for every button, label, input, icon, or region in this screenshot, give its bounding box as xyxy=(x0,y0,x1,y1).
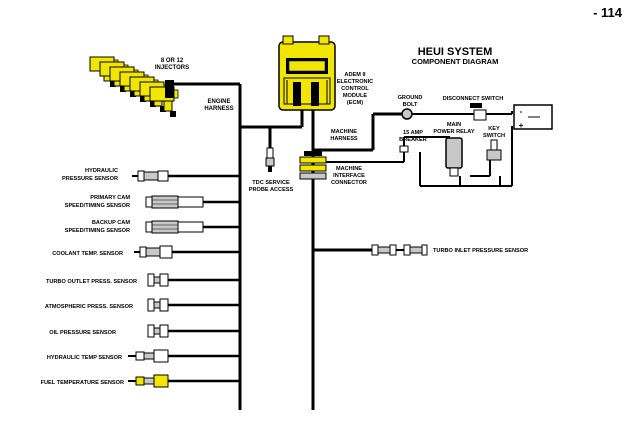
ecm-module-icon xyxy=(278,35,336,111)
sensor-label-fuel-temp: FUEL TEMPERATURE SENSOR xyxy=(41,380,124,386)
machine-interface-label-3: CONNECTOR xyxy=(331,180,367,186)
battery-plus-label: + xyxy=(519,121,524,130)
main-relay-label-1: MAIN xyxy=(447,122,461,128)
breaker-icon xyxy=(399,145,409,153)
tdc-probe-icon xyxy=(265,147,275,172)
machine-harness-wiring xyxy=(311,109,407,410)
sensor-label-coolant-temp: COOLANT TEMP. SENSOR xyxy=(52,251,123,257)
ground-bolt-label-1: GROUND xyxy=(398,95,423,101)
sensor-branch-wires xyxy=(168,174,240,383)
tdc-probe-label-2: PROBE ACCESS xyxy=(249,187,294,193)
backup-cam-sensor-icon xyxy=(145,220,204,234)
sensor-label-backup-cam-1: BACKUP CAM xyxy=(92,220,130,226)
turbo-outlet-sensor-icon xyxy=(147,273,169,287)
breaker-label-1: 15 AMP xyxy=(403,130,423,136)
key-switch-icon xyxy=(486,139,502,161)
injector-connector-icon xyxy=(165,80,174,98)
sensor-label-oil-pressure: OIL PRESSURE SENSOR xyxy=(49,330,116,336)
machine-interface-label-2: INTERFACE xyxy=(333,173,365,179)
ground-bolt-label-2: BOLT xyxy=(403,102,418,108)
disconnect-switch-icon xyxy=(470,103,487,121)
sensor-label-primary-cam-2: SPEED/TIMING SENSOR xyxy=(65,203,130,209)
injectors-label-2: INJECTORS xyxy=(155,65,189,71)
engine-harness-wiring xyxy=(172,82,304,410)
machine-interface-label-1: MACHINE xyxy=(336,166,362,172)
sensor-label-hydraulic-pressure-2: PRESSURE SENSOR xyxy=(62,176,118,182)
ground-bolt-icon xyxy=(401,108,413,120)
hydraulic-pressure-sensor-icon xyxy=(132,170,169,182)
atmospheric-sensor-icon xyxy=(147,298,169,312)
power-wiring xyxy=(313,111,513,187)
machine-interface-connector-icon xyxy=(299,151,327,180)
disconnect-switch-label: DISCONNECT SWITCH xyxy=(443,96,504,102)
battery-icon xyxy=(513,104,553,130)
key-switch-label-2: SWITCH xyxy=(483,133,505,139)
sensor-label-hydraulic-pressure-1: HYDRAULIC xyxy=(85,168,118,174)
ecm-label-4: MODULE xyxy=(343,93,368,99)
engine-harness-label-2: HARNESS xyxy=(204,106,233,112)
injectors-label-1: 8 OR 12 xyxy=(161,58,184,64)
machine-harness-label-2: HARNESS xyxy=(330,136,358,142)
diagram-subtitle: COMPONENT DIAGRAM xyxy=(412,57,499,66)
sensor-label-turbo-outlet: TURBO OUTLET PRESS. SENSOR xyxy=(46,279,137,285)
main-relay-label-2: POWER RELAY xyxy=(433,129,474,135)
breaker-label-2: BREAKER xyxy=(399,137,427,143)
sensor-label-backup-cam-2: SPEED/TIMING SENSOR xyxy=(65,228,130,234)
sensor-label-primary-cam-1: PRIMARY CAM xyxy=(90,195,130,201)
turbo-inlet-sensor-icon xyxy=(371,244,428,256)
page-number: - 114 xyxy=(593,5,623,20)
battery-minus-label: - xyxy=(520,107,523,116)
hydraulic-temp-sensor-icon xyxy=(128,349,169,363)
machine-harness-label-1: MACHINE xyxy=(331,129,357,135)
sensor-label-hydraulic-temp: HYDRAULIC TEMP SENSOR xyxy=(47,355,122,361)
primary-cam-sensor-icon xyxy=(145,195,204,209)
ecm-label-2: ELECTRONIC xyxy=(337,79,373,85)
diagram-title: HEUI SYSTEM xyxy=(418,46,493,58)
coolant-temp-sensor-icon xyxy=(134,245,173,259)
ecm-label-5: (ECM) xyxy=(347,100,363,106)
fuel-temp-sensor-icon xyxy=(128,374,169,388)
oil-pressure-sensor-icon xyxy=(147,324,169,338)
ecm-label-1: ADEM II xyxy=(344,72,366,78)
sensor-label-atmospheric: ATMOSPHERIC PRESS. SENSOR xyxy=(45,304,133,310)
key-switch-label-1: KEY xyxy=(488,126,500,132)
turbo-inlet-label: TURBO INLET PRESSURE SENSOR xyxy=(433,248,528,254)
tdc-probe-label-1: TDC SERVICE xyxy=(252,180,290,186)
engine-harness-label-1: ENGINE xyxy=(207,99,230,105)
ecm-label-3: CONTROL xyxy=(341,86,369,92)
injector-group xyxy=(89,56,179,117)
main-power-relay-icon xyxy=(445,137,463,177)
